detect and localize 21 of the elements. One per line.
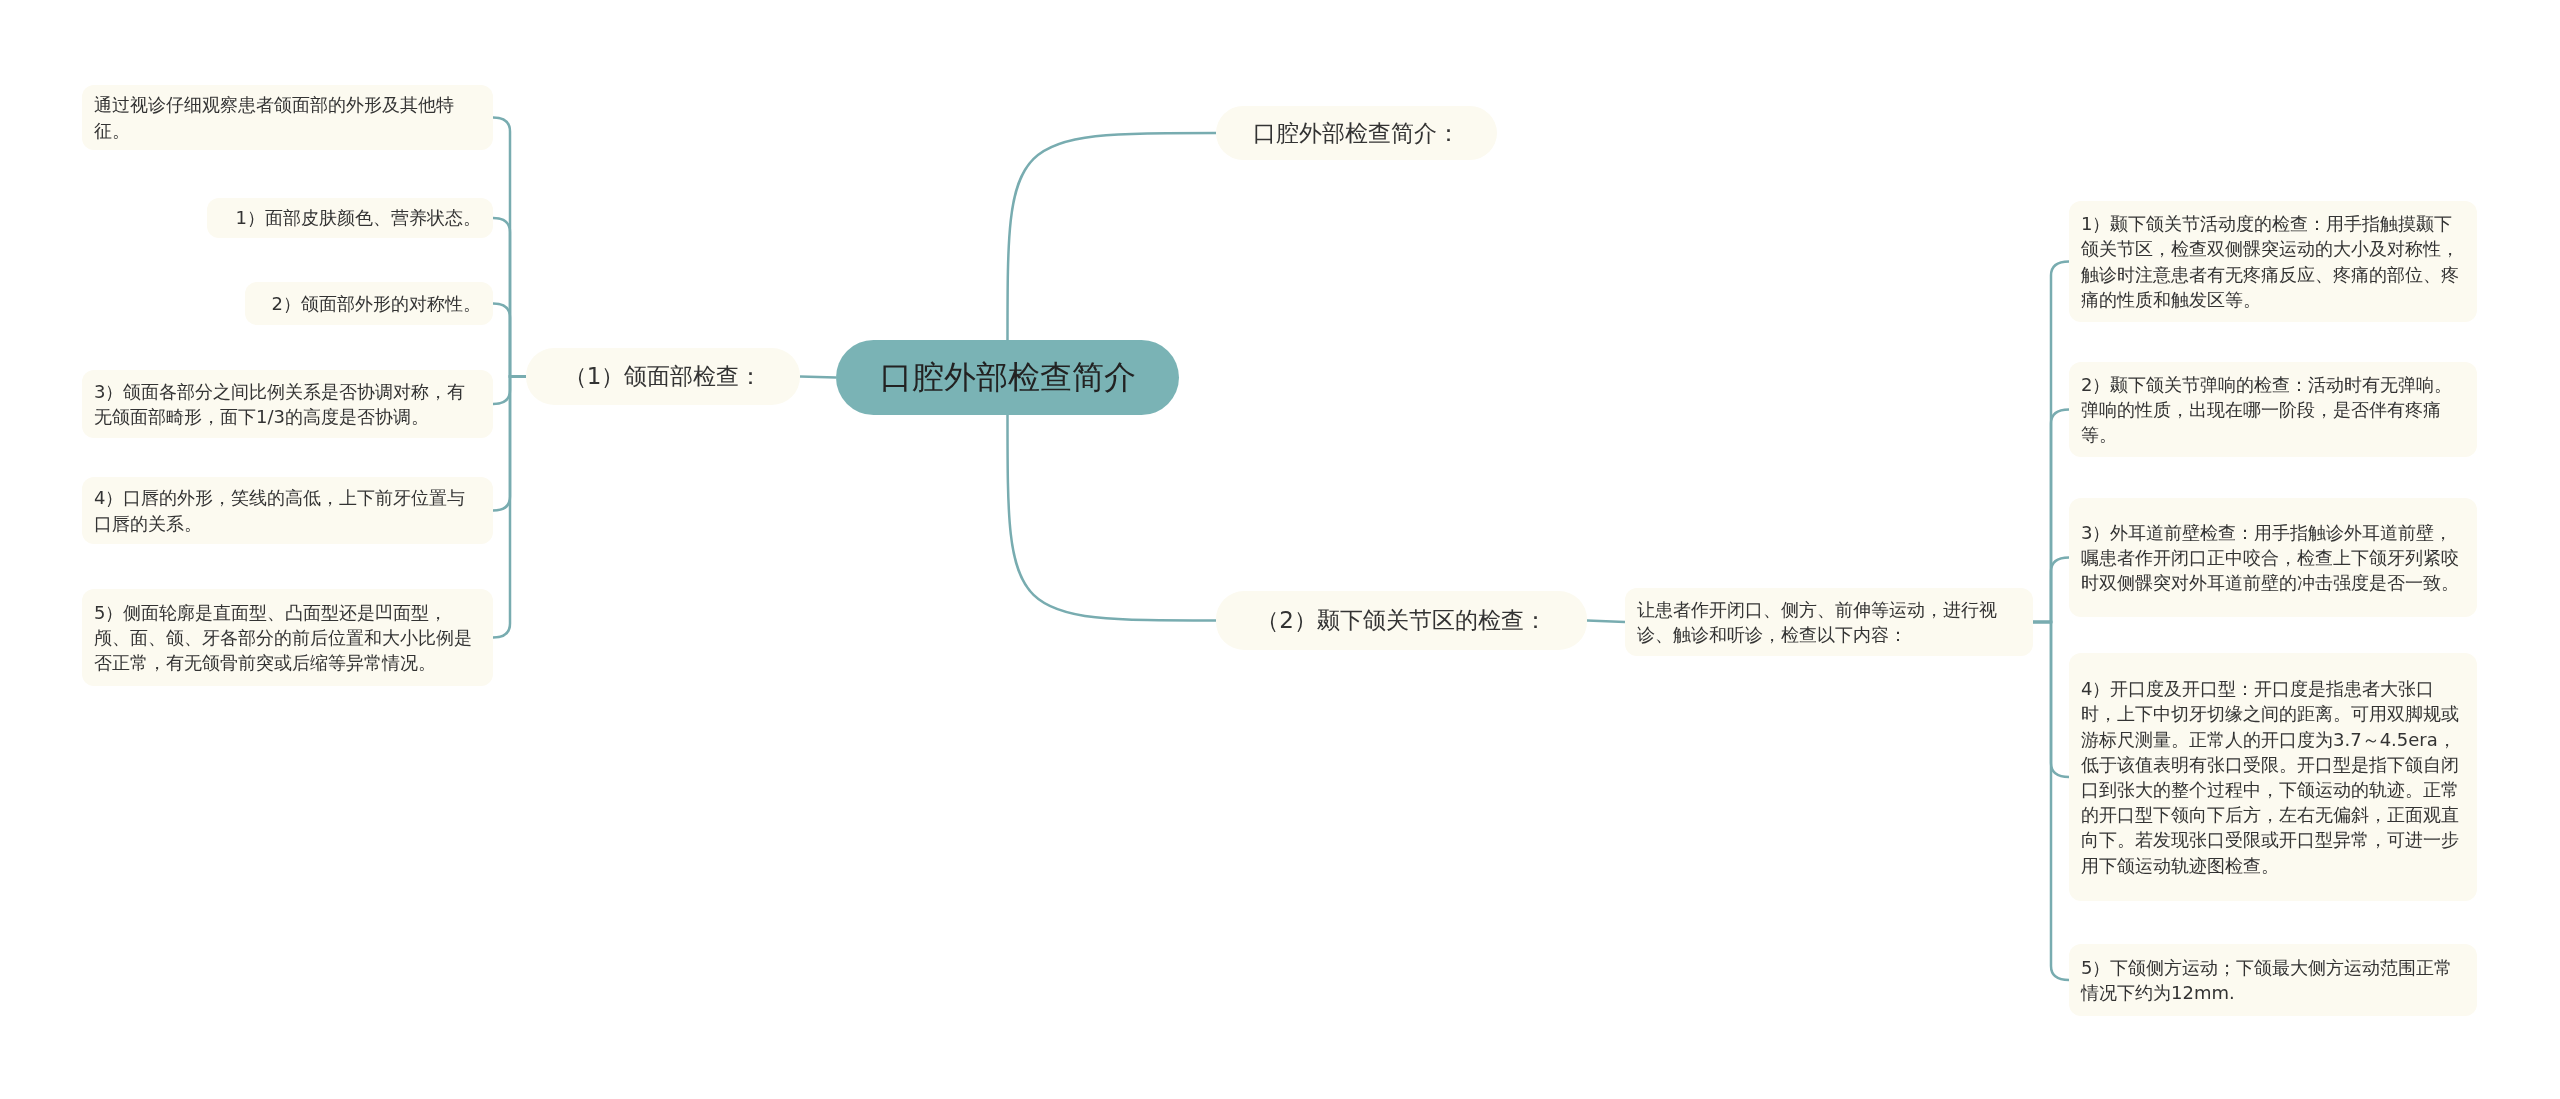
- branch-topic: （2）颞下颌关节区的检查：: [1216, 591, 1587, 650]
- branch-topic: （1）颌面部检查：: [526, 348, 800, 405]
- note-box: 4）开口度及开口型：开口度是指患者大张口时，上下中切牙切缘之间的距离。可用双脚规或游标尺测量。正常人的开口度为3.7～4.5era，低于该值表明有张口受限。开口型是指下颌自闭口到张大的整个过程中，下颌运动的轨迹。正常的开口型下领向下后方，左右无偏斜，正面观直向下。若发现张口受限或开口型异常，可进一步用下颌运动轨迹图检查。: [2069, 653, 2477, 901]
- note-box: 4）口唇的外形，笑线的高低，上下前牙位置与口唇的关系。: [82, 477, 493, 544]
- connector: [1006, 415, 1216, 622]
- note-box: 1）面部皮肤颜色、营养状态。: [207, 198, 493, 238]
- note-box: 2）颞下颌关节弹响的检查：活动时有无弹响。弹响的性质，出现在哪一阶段，是否伴有疼痛等。: [2069, 362, 2477, 457]
- connector: [799, 375, 837, 379]
- note-box: 3）颌面各部分之间比例关系是否协调对称，有无颌面部畸形，面下1/3的高度是否协调。: [82, 370, 493, 438]
- connector: [1586, 619, 1626, 624]
- connector: [492, 375, 526, 639]
- note-box: 3）外耳道前壁检查：用手指触诊外耳道前壁，嘱患者作开闭口正中咬合，检查上下颌牙列紧咬时双侧髁突对外耳道前壁的冲击强度是否一致。: [2069, 498, 2477, 617]
- central-topic: 口腔外部检查简介: [836, 340, 1179, 415]
- note-box: 2）颌面部外形的对称性。: [245, 282, 493, 325]
- branch-topic: 口腔外部检查简介：: [1216, 106, 1497, 160]
- note-box: 5）侧面轮廓是直面型、凸面型还是凹面型，颅、面、颌、牙各部分的前后位置和大小比例是否正常，有无颌骨前突或后缩等异常情况。: [82, 589, 493, 686]
- note-box: 通过视诊仔细观察患者颌面部的外形及其他特征。: [82, 85, 493, 150]
- note-box: 让患者作开闭口、侧方、前伸等运动，进行视诊、触诊和听诊，检查以下内容：: [1625, 588, 2033, 656]
- connector: [1006, 131, 1216, 340]
- note-box: 5）下颌侧方运动；下颌最大侧方运动范围正常情况下约为12mm.: [2069, 944, 2477, 1016]
- note-box: 1）颞下颌关节活动度的检查：用手指触摸颞下颌关节区，检查双侧髁突运动的大小及对称性，触诊时注意患者有无疼痛反应、疼痛的部位、疼痛的性质和触发区等。: [2069, 201, 2477, 322]
